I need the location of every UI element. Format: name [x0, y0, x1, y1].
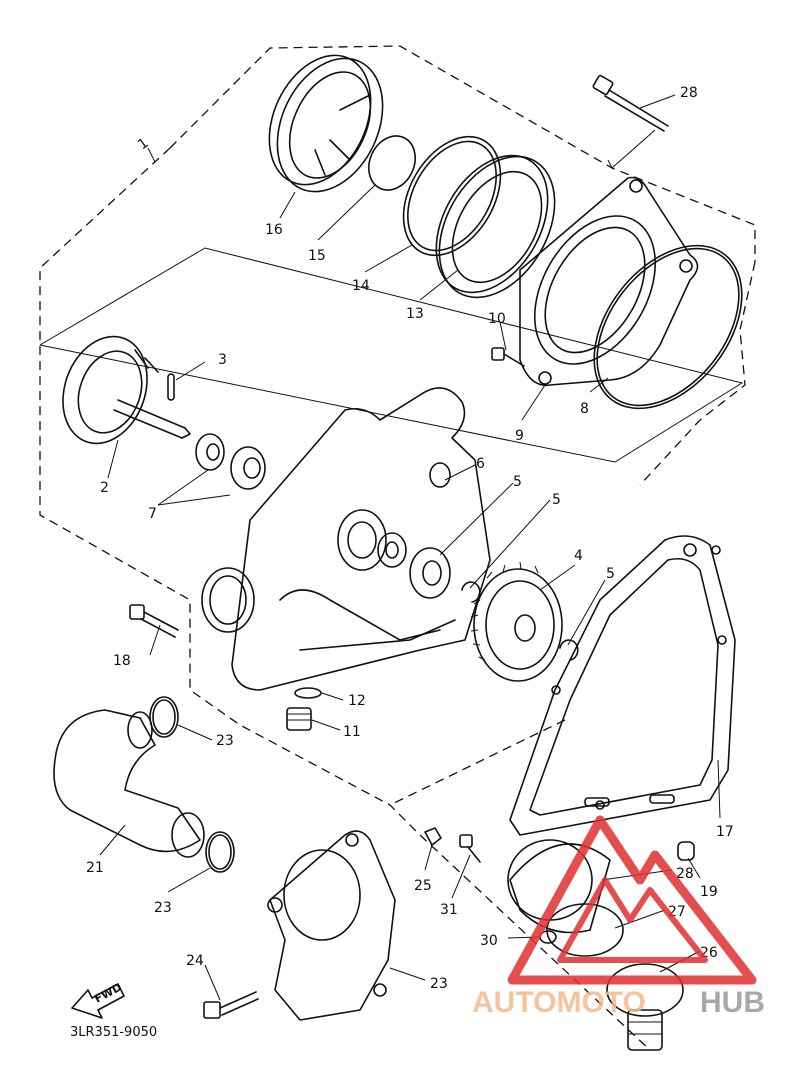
part-4-gear [470, 561, 563, 682]
callout-13: 12 [348, 693, 366, 709]
drawing-code: 3LR351-9050 [70, 1025, 157, 1040]
callout-4: 4 [574, 548, 583, 564]
part-8-bearings [195, 433, 266, 490]
part-20-dowel [677, 841, 695, 861]
part-23-o-ring-lower [205, 831, 235, 873]
part-31-bolt [459, 834, 481, 863]
part-27-thermostat [606, 963, 684, 1051]
watermark: AUTOMOTO HUB [472, 815, 765, 1019]
callout-29: 28 [676, 866, 694, 882]
callout-18: 17 [716, 824, 734, 840]
callout-5-lower: 5 [606, 566, 615, 582]
part-23-o-ring-upper [149, 696, 179, 738]
callout-24: 23 [430, 976, 448, 992]
part-10-pump-housing [519, 176, 699, 387]
callout-14: 13 [406, 306, 424, 322]
part-18-gasket [509, 535, 736, 836]
callout-20: 19 [700, 884, 718, 900]
forward-label: FWD [92, 981, 124, 1006]
callout-15: 14 [352, 278, 370, 294]
callout-25: 24 [186, 953, 204, 969]
callout-8: 7 [148, 506, 157, 522]
part-15-o-ring [402, 135, 502, 257]
part-16-disc [368, 135, 416, 191]
part-9-o-ring [593, 244, 743, 410]
callout-23-upper: 23 [216, 733, 234, 749]
callout-26: 25 [414, 878, 432, 894]
callout-17: 16 [265, 222, 283, 238]
callout-3: 3 [218, 352, 227, 368]
part-22-water-pipe [53, 709, 205, 858]
part-14-seal-ring [435, 154, 556, 299]
watermark-logo [507, 815, 757, 985]
callout-30: 30 [480, 933, 498, 949]
callout-6: 5 [513, 474, 522, 490]
part-7-seal [377, 532, 407, 568]
callout-12: 11 [343, 724, 361, 740]
callout-9: 8 [580, 401, 589, 417]
part-2-impeller [62, 335, 191, 445]
part-12-drain-bolt [286, 707, 312, 731]
callout-31: 31 [440, 902, 458, 918]
callout-22: 21 [86, 860, 104, 876]
part-11-bolt [491, 347, 525, 367]
watermark-text-a: AUTOMOTO [472, 986, 646, 1019]
assembly-outline [39, 45, 756, 1051]
callout-7: 6 [476, 456, 485, 472]
part-24-thermostat-housing [267, 830, 396, 1021]
callout-23-lower: 23 [154, 900, 172, 916]
pump-body [201, 387, 491, 691]
part-28-gasket [546, 903, 624, 957]
callout-16: 15 [308, 248, 326, 264]
part-19-bolt [129, 604, 179, 638]
part-25-bolt [203, 991, 259, 1019]
callout-2: 2 [100, 480, 109, 496]
forward-direction-arrow: FWD [71, 981, 125, 1019]
part-17-pump-cover [268, 54, 384, 193]
part-26-plug [424, 827, 442, 846]
leader-lines [99, 94, 721, 1001]
part-6-bearing [409, 547, 451, 599]
callout-10: 9 [515, 428, 524, 444]
part-21-bolt [592, 74, 669, 132]
callout-21: 28 [680, 85, 698, 101]
callout-11: 10 [488, 311, 506, 327]
watermark-text-b: HUB [700, 986, 765, 1019]
callout-19: 18 [113, 653, 131, 669]
part-13-washer [294, 687, 322, 699]
callout-labels: 28 16 15 14 13 10 9 8 3 2 7 6 5 5 4 5 18… [86, 85, 734, 992]
callout-5-upper: 5 [552, 492, 561, 508]
part-5-circlip-lower [559, 639, 579, 661]
part-5-circlip-upper [461, 581, 481, 603]
part-3-pin [167, 373, 175, 401]
